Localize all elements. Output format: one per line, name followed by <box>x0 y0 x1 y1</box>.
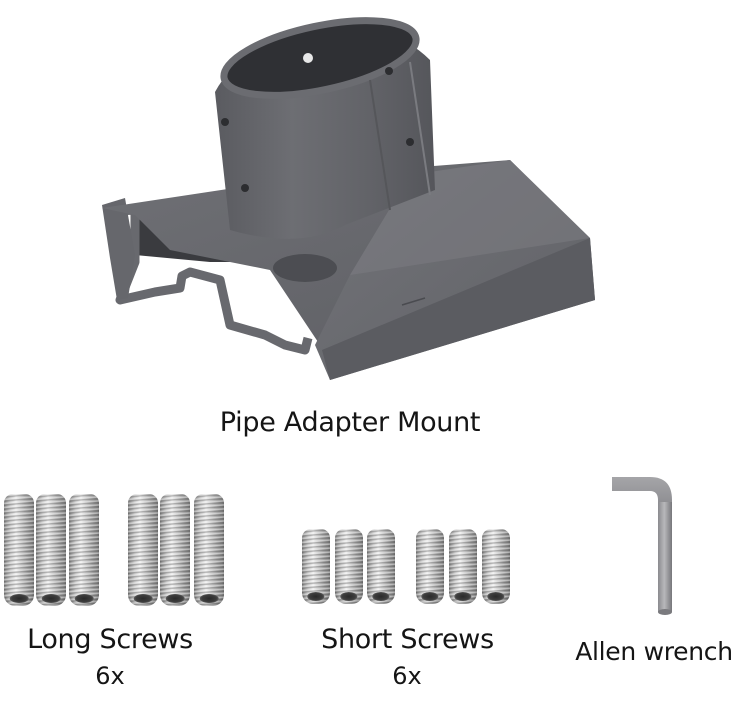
pipe-adapter-mount-image <box>90 0 610 400</box>
allen-wrench-label: Allen wrench <box>575 637 733 666</box>
long-screws-group <box>0 488 230 610</box>
pipe-adapter-mount-label: Pipe Adapter Mount <box>219 407 481 438</box>
short-screws-label: Short Screws <box>321 624 494 655</box>
short-screw <box>482 529 510 604</box>
hex-socket-icon <box>133 594 153 603</box>
short-screw <box>449 529 477 604</box>
hex-socket-icon <box>41 594 61 603</box>
hex-socket-icon <box>421 592 439 601</box>
hex-socket-icon <box>307 592 325 601</box>
long-screw <box>160 494 190 606</box>
pipe-adapter-mount-icon <box>102 17 595 380</box>
hex-socket-icon <box>199 594 219 603</box>
hex-socket-icon <box>9 594 29 603</box>
allen-wrench-image <box>600 460 680 620</box>
hex-socket-icon <box>487 592 505 601</box>
hex-socket-icon <box>372 592 390 601</box>
hex-socket-icon <box>340 592 358 601</box>
short-screws-group <box>300 528 515 608</box>
short-screw <box>416 529 444 604</box>
hex-socket-icon <box>74 594 94 603</box>
long-screw <box>69 494 99 606</box>
long-screws-label: Long Screws <box>27 624 193 655</box>
long-screw <box>36 494 66 606</box>
short-screws-quantity: 6x <box>392 662 422 690</box>
short-screw <box>367 529 395 604</box>
long-screw <box>194 494 224 606</box>
allen-wrench-icon <box>612 477 672 615</box>
long-screws-quantity: 6x <box>95 662 125 690</box>
long-screw <box>4 494 34 606</box>
hex-socket-icon <box>165 594 185 603</box>
short-screw <box>302 529 330 604</box>
hex-socket-icon <box>454 592 472 601</box>
long-screw <box>128 494 158 606</box>
short-screw <box>335 529 363 604</box>
